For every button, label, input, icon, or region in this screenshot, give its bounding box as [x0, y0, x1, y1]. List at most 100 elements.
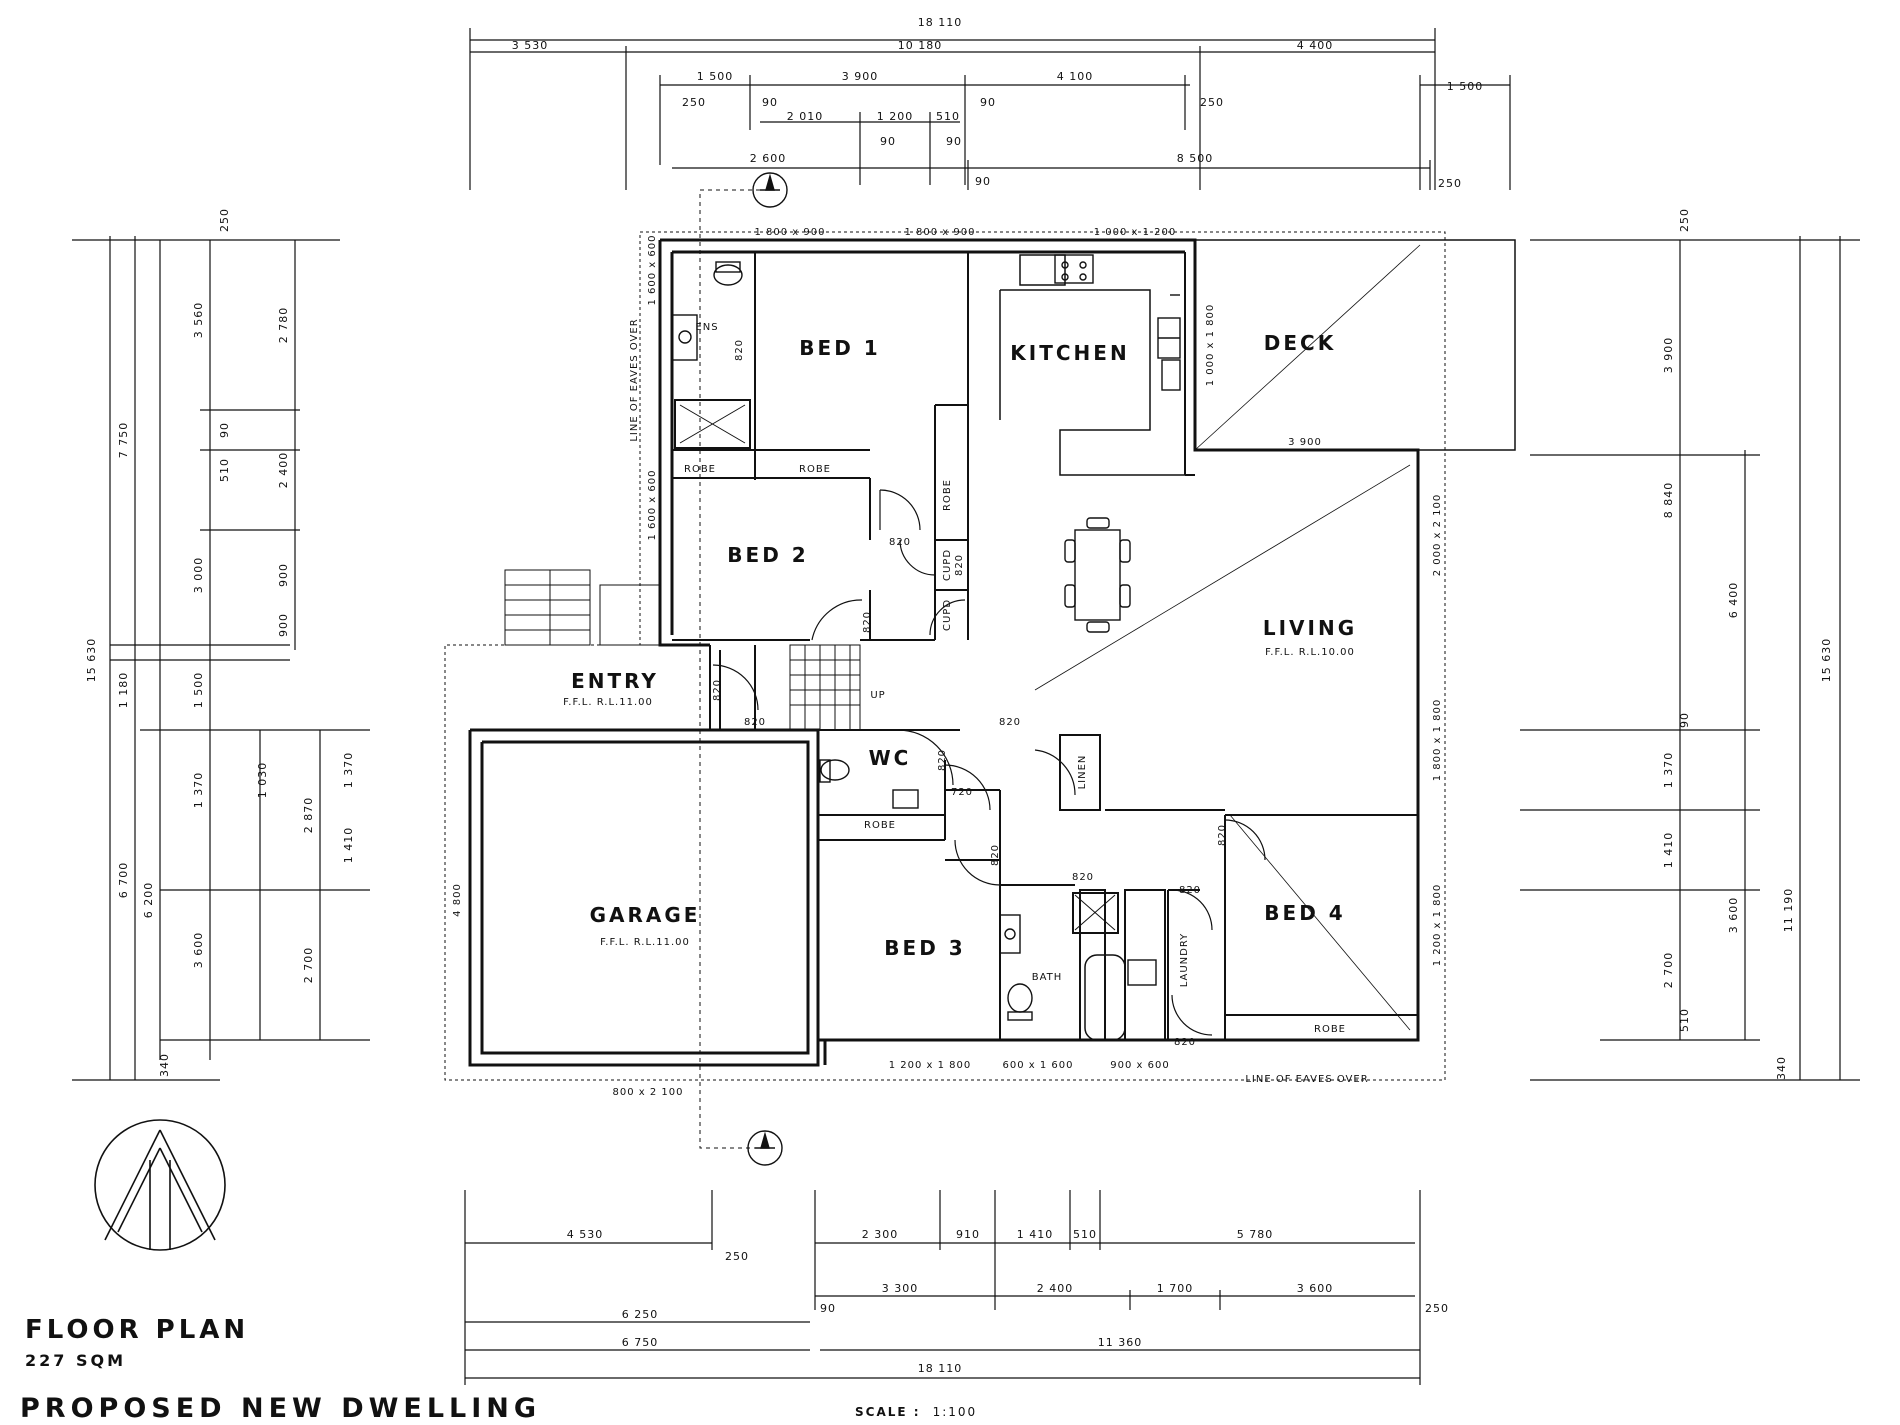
room-label-laundry: LAUNDRY [1179, 933, 1190, 988]
section-marker-bottom [747, 1130, 783, 1166]
project-title: PROPOSED NEW DWELLING [20, 1393, 542, 1424]
dim-left-overall: 15 630 [85, 638, 98, 683]
dim-left-6700: 6 700 [117, 862, 130, 899]
room-label-garage: GARAGE [590, 903, 701, 927]
scale-note: SCALE :1:100 [855, 1405, 977, 1419]
room-label-living: LIVING [1263, 616, 1357, 640]
dim-top-overall: 18 110 [918, 16, 963, 29]
dim-top-10180: 10 180 [898, 39, 943, 52]
room-label-wc: WC [869, 746, 912, 770]
door-swings [712, 489, 1266, 1036]
window-laundry: 900 x 600 [1110, 1060, 1169, 1071]
eaves-note-bottom: LINE OF EAVES OVER [1245, 1074, 1368, 1085]
dim-left-1180: 1 180 [117, 672, 130, 709]
section-line [699, 189, 760, 1149]
section-marker-top [752, 172, 788, 208]
deck-width-label: 3 900 [1288, 437, 1322, 448]
dim-left-1500: 1 500 [192, 672, 205, 709]
dim-right-6400: 6 400 [1727, 582, 1740, 619]
window-ens: 1 600 x 600 [647, 235, 658, 306]
dim-bot-2300: 2 300 [862, 1228, 899, 1241]
window-living-a: 2 000 x 2 100 [1432, 494, 1443, 577]
window-bed1-b: 1 800 x 900 [905, 227, 976, 238]
dim-top-2600: 2 600 [750, 152, 787, 165]
dim-left-900a: 900 [277, 563, 290, 587]
dim-left-1030: 1 030 [256, 762, 269, 799]
stairs-up-label: UP [870, 690, 885, 701]
dim-top-3900: 3 900 [842, 70, 879, 83]
dim-left-3000: 3 000 [192, 557, 205, 594]
dim-left-900b: 900 [277, 613, 290, 637]
dim-top-90e: 90 [975, 175, 991, 188]
dim-top-1200: 1 200 [877, 110, 914, 123]
dim-left-250: 250 [218, 208, 231, 232]
eaves-note-side: LINE OF EAVES OVER [629, 318, 640, 441]
dim-left-1370b: 1 370 [342, 752, 355, 789]
dim-right-90: 90 [1678, 712, 1691, 728]
dim-top-3530: 3 530 [512, 39, 549, 52]
interior-walls [504, 240, 1418, 1041]
door-cupd: 820 [954, 554, 965, 576]
dim-right-8840: 8 840 [1662, 482, 1675, 519]
room-label-ens: ENS [695, 322, 718, 333]
dim-right-1410: 1 410 [1662, 832, 1675, 869]
door-bed4: 820 [1217, 824, 1228, 846]
dim-bot-3300: 3 300 [882, 1282, 919, 1295]
diagonal-lines [1034, 244, 1421, 1031]
left-dimensions [72, 236, 370, 1081]
door-laundry-ext: 820 [1174, 1037, 1196, 1048]
dim-right-3900: 3 900 [1662, 337, 1675, 374]
dim-left-2700: 2 700 [302, 947, 315, 984]
dim-bot-250a: 250 [725, 1250, 749, 1263]
dim-left-340: 340 [158, 1053, 171, 1077]
entry-ffl-label: F.F.L. R.L.11.00 [563, 697, 653, 708]
door-bed3: 820 [990, 844, 1001, 866]
dim-bot-11360: 11 360 [1098, 1336, 1143, 1349]
dim-bot-3600: 3 600 [1297, 1282, 1334, 1295]
dim-top-90b: 90 [980, 96, 996, 109]
dim-bot-90: 90 [820, 1302, 836, 1315]
dim-top-250c: 250 [1438, 177, 1462, 190]
dim-bot-2400: 2 400 [1037, 1282, 1074, 1295]
dim-bot-4530: 4 530 [567, 1228, 604, 1241]
robe-label-bed4: ROBE [1314, 1024, 1346, 1035]
dim-left-2870: 2 870 [302, 797, 315, 834]
cupd-label-a: CUPD [942, 549, 953, 581]
dim-top-90a: 90 [762, 96, 778, 109]
stairs [789, 644, 861, 731]
door-laundry: 820 [1179, 885, 1201, 896]
dim-bot-1410: 1 410 [1017, 1228, 1054, 1241]
north-arrow-icon [94, 1119, 226, 1251]
robe-label-bed3: ROBE [864, 820, 896, 831]
dim-right-11190: 11 190 [1782, 888, 1795, 933]
dim-top-4400: 4 400 [1297, 39, 1334, 52]
garage-width-label: 4 800 [452, 883, 463, 917]
room-label-bed2: BED 2 [727, 543, 808, 567]
exterior-walls [468, 238, 1516, 1067]
robe-label-vertical: ROBE [942, 479, 953, 511]
room-label-entry: ENTRY [571, 669, 659, 693]
dim-left-510: 510 [218, 458, 231, 482]
room-label-kitchen: KITCHEN [1010, 341, 1129, 365]
floor-area: 227 SQM [25, 1351, 127, 1370]
garage-ffl-label: F.F.L. R.L.11.00 [600, 937, 690, 948]
door-bed2: 820 [889, 537, 911, 548]
dim-right-340: 340 [1775, 1056, 1788, 1080]
scale-value: 1:100 [932, 1405, 978, 1419]
dim-top-1500b: 1 500 [1447, 80, 1484, 93]
door-living: 820 [999, 717, 1021, 728]
dim-bot-overall: 18 110 [918, 1362, 963, 1375]
robe-label-bed1: ROBE [799, 464, 831, 475]
room-label-bed3: BED 3 [884, 936, 965, 960]
door-entry-b: 820 [712, 679, 723, 701]
dim-left-2780: 2 780 [277, 307, 290, 344]
dim-bot-6250: 6 250 [622, 1308, 659, 1321]
dim-left-2400: 2 400 [277, 452, 290, 489]
top-dimensions [469, 28, 1511, 190]
door-wc-robe: 720 [951, 787, 973, 798]
dim-top-250b: 250 [1200, 96, 1224, 109]
cupd-label-b: CUPD [942, 599, 953, 631]
dim-top-1500a: 1 500 [697, 70, 734, 83]
dim-left-3600: 3 600 [192, 932, 205, 969]
title-block: FLOOR PLAN 227 SQM [25, 1315, 249, 1370]
